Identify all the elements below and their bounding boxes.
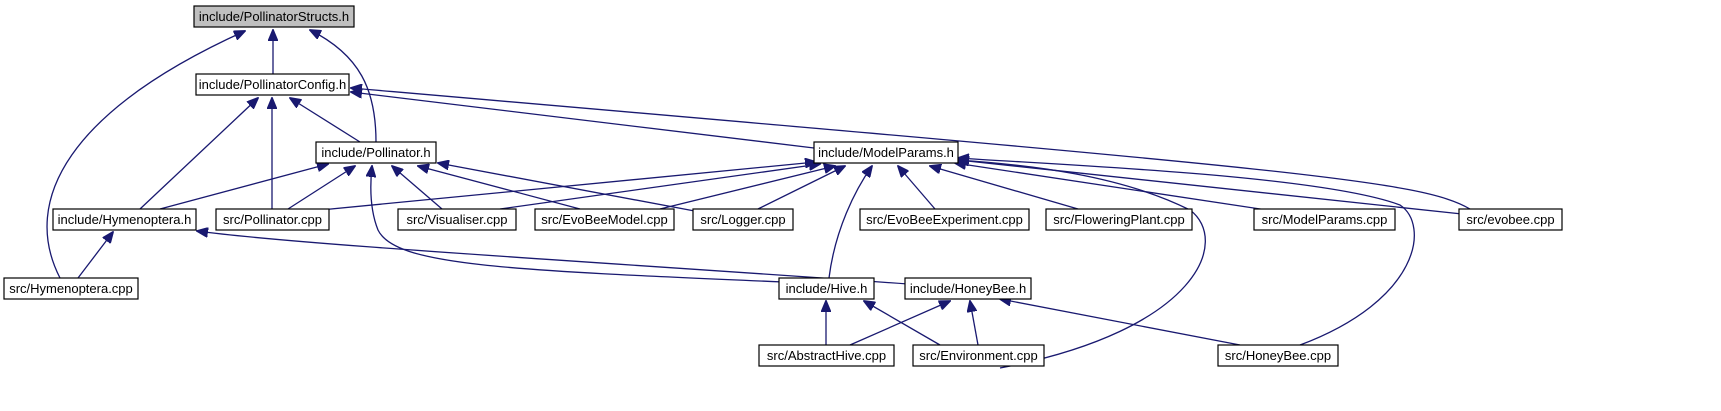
edge-hive-h-to-pollinator-h <box>371 166 785 283</box>
node-label: include/Hive.h <box>786 281 868 296</box>
node-label: src/Pollinator.cpp <box>223 212 322 227</box>
node-hymenoptera-cpp[interactable]: src/Hymenoptera.cpp <box>3 277 139 300</box>
node-label: include/ModelParams.h <box>818 145 954 160</box>
edge-hymenoptera-h-to-pollinator-config-h <box>139 98 258 210</box>
node-modelparams-cpp[interactable]: src/ModelParams.cpp <box>1253 208 1396 231</box>
edge-evobee-cpp-to-model-params-h <box>958 160 1463 215</box>
node-box <box>195 73 350 96</box>
node-label: include/Hymenoptera.h <box>58 212 192 227</box>
edges-layer <box>46 30 1471 369</box>
edge-floweringplant-cpp-to-model-params-h <box>930 166 1079 210</box>
nodes-layer: include/PollinatorStructs.h include/Polli… <box>3 5 1563 367</box>
node-label: src/EvoBeeModel.cpp <box>541 212 667 227</box>
node-box <box>1045 208 1193 231</box>
node-label: include/HoneyBee.h <box>910 281 1026 296</box>
node-label: include/Pollinator.h <box>321 145 430 160</box>
edge-pollinator-h-to-pollinator-config-h <box>290 98 361 143</box>
node-label: src/EvoBeeExperiment.cpp <box>866 212 1023 227</box>
edge-evobeeexperiment-cpp-to-model-params-h <box>898 166 936 210</box>
node-hymenoptera-h[interactable]: include/Hymenoptera.h <box>52 208 197 231</box>
edge-hymenoptera-cpp-to-hymenoptera-h <box>77 232 113 279</box>
node-box <box>904 277 1032 300</box>
node-label: src/ModelParams.cpp <box>1262 212 1388 227</box>
node-label: include/PollinatorConfig.h <box>199 77 346 92</box>
node-label: src/Logger.cpp <box>700 212 785 227</box>
node-pollinator-config-h[interactable]: include/PollinatorConfig.h <box>195 73 350 96</box>
edge-abstracthive-cpp-to-honeybee-h <box>849 301 950 346</box>
node-box <box>215 208 330 231</box>
edge-honeybee-cpp-to-honeybee-h <box>1000 299 1241 346</box>
node-label: include/PollinatorStructs.h <box>199 9 349 24</box>
edge-visualiser-cpp-to-model-params-h <box>499 164 820 210</box>
edge-honeybee-h-to-hymenoptera-h <box>197 231 909 285</box>
node-label: src/AbstractHive.cpp <box>767 348 886 363</box>
node-model-params-h[interactable]: include/ModelParams.h <box>813 141 959 164</box>
node-honeybee-h[interactable]: include/HoneyBee.h <box>904 277 1032 300</box>
node-abstracthive-cpp[interactable]: src/AbstractHive.cpp <box>758 344 895 367</box>
node-box <box>758 344 895 367</box>
edge-evobee-cpp-to-pollinator-config-h <box>351 88 1471 210</box>
edge-logger-cpp-to-pollinator-h <box>438 163 701 213</box>
node-box <box>692 208 794 231</box>
node-label: src/HoneyBee.cpp <box>1225 348 1331 363</box>
node-box <box>534 208 675 231</box>
edge-hive-h-to-model-params-h <box>828 166 872 279</box>
edge-model-params-h-to-pollinator-config-h <box>351 92 815 149</box>
node-box <box>1217 344 1339 367</box>
edge-pollinator-cpp-to-pollinator-h <box>287 166 355 210</box>
node-evobeeexperiment-cpp[interactable]: src/EvoBeeExperiment.cpp <box>859 208 1030 231</box>
edge-hymenoptera-h-to-pollinator-h <box>159 164 328 210</box>
node-box <box>1458 208 1563 231</box>
edge-logger-cpp-to-model-params-h <box>757 166 845 210</box>
node-evobee-cpp[interactable]: src/evobee.cpp <box>1458 208 1563 231</box>
node-pollinator-structs-h[interactable]: include/PollinatorStructs.h <box>193 5 355 28</box>
edge-visualiser-cpp-to-pollinator-h <box>392 166 443 210</box>
node-box <box>52 208 197 231</box>
edge-evobeemodel-cpp-to-model-params-h <box>659 166 835 210</box>
node-label: src/Visualiser.cpp <box>407 212 508 227</box>
edge-pollinator-h-to-pollinator-structs-h <box>310 30 377 143</box>
node-pollinator-h[interactable]: include/Pollinator.h <box>315 141 437 164</box>
node-label: src/Hymenoptera.cpp <box>9 281 133 296</box>
node-label: src/evobee.cpp <box>1466 212 1554 227</box>
edge-environment-cpp-to-hive-h <box>864 301 941 346</box>
node-environment-cpp[interactable]: src/Environment.cpp <box>912 344 1045 367</box>
node-label: src/Environment.cpp <box>919 348 1038 363</box>
node-label: src/FloweringPlant.cpp <box>1053 212 1185 227</box>
edge-environment-cpp-to-model-params-h <box>958 160 1206 369</box>
edge-hymenoptera-cpp-to-pollinator-structs-h <box>46 31 245 279</box>
node-pollinator-cpp[interactable]: src/Pollinator.cpp <box>215 208 330 231</box>
node-visualiser-cpp[interactable]: src/Visualiser.cpp <box>397 208 517 231</box>
edge-environment-cpp-to-honeybee-h <box>970 301 979 346</box>
node-box <box>193 5 355 28</box>
edge-pollinator-cpp-to-model-params-h <box>299 162 816 213</box>
edge-modelparams-cpp-to-model-params-h <box>955 163 1281 213</box>
node-evobeemodel-cpp[interactable]: src/EvoBeeModel.cpp <box>534 208 675 231</box>
node-box <box>315 141 437 164</box>
node-box <box>1253 208 1396 231</box>
node-box <box>912 344 1045 367</box>
node-box <box>778 277 875 300</box>
node-box <box>813 141 959 164</box>
edge-honeybee-cpp-to-model-params-h <box>958 158 1415 346</box>
node-box <box>3 277 139 300</box>
node-hive-h[interactable]: include/Hive.h <box>778 277 875 300</box>
node-honeybee-cpp[interactable]: src/HoneyBee.cpp <box>1217 344 1339 367</box>
node-logger-cpp[interactable]: src/Logger.cpp <box>692 208 794 231</box>
node-floweringplant-cpp[interactable]: src/FloweringPlant.cpp <box>1045 208 1193 231</box>
node-box <box>397 208 517 231</box>
node-box <box>859 208 1030 231</box>
